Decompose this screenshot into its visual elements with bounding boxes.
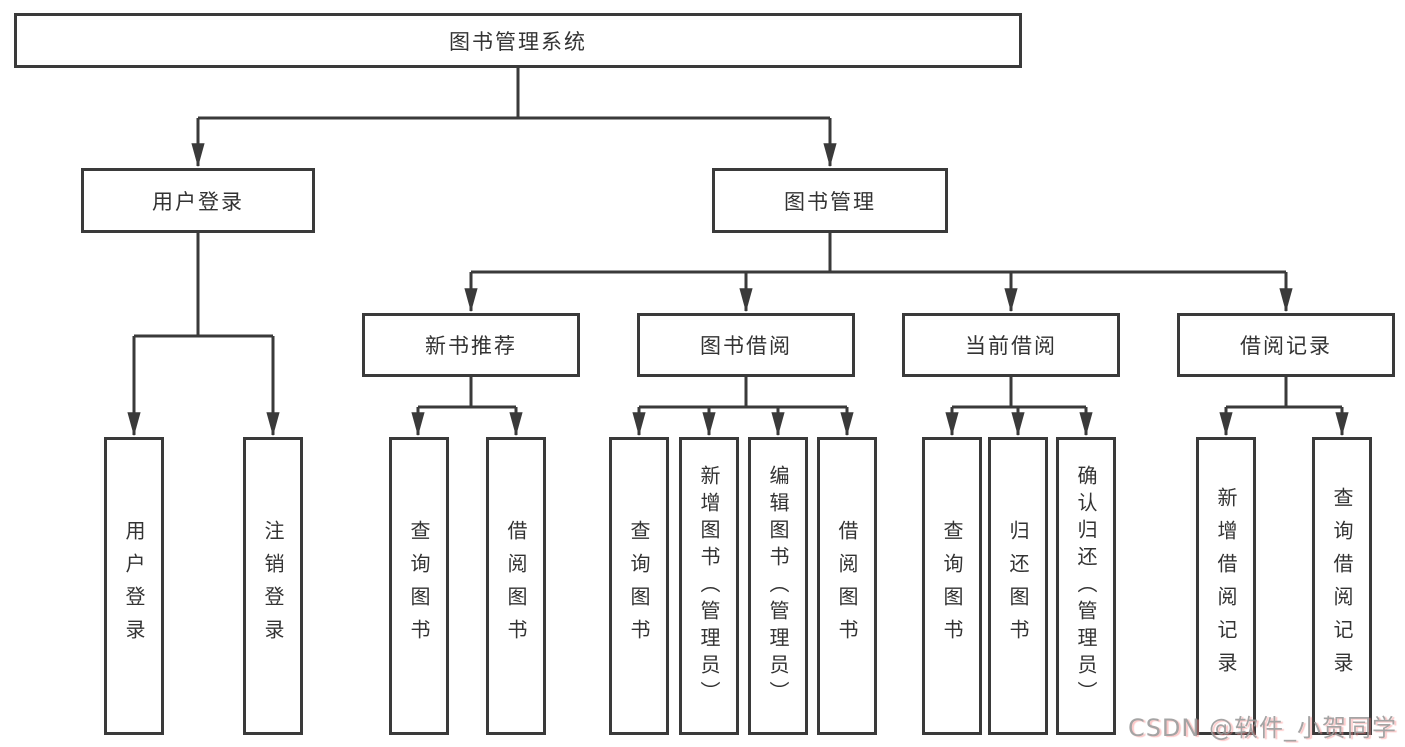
leaf-label: 确认归还（管理员）: [1074, 464, 1098, 708]
node-label: 借阅记录: [1240, 334, 1332, 358]
leaf-return-books: 归还图书: [988, 437, 1048, 735]
leaf-label: 用户登录: [122, 520, 146, 652]
leaf-label: 查询图书: [940, 520, 964, 652]
leaf-edit-books-admin: 编辑图书（管理员）: [748, 437, 808, 735]
leaf-logout: 注销登录: [243, 437, 303, 735]
leaf-query-books-recommend: 查询图书: [389, 437, 449, 735]
node-library-management-system: 图书管理系统: [14, 13, 1022, 68]
leaf-label: 查询图书: [407, 520, 431, 652]
leaf-borrow-books-recommend: 借阅图书: [486, 437, 546, 735]
node-label: 图书管理系统: [449, 29, 587, 54]
leaf-label: 新增借阅记录: [1214, 487, 1238, 685]
leaf-label: 借阅图书: [504, 520, 528, 652]
leaf-query-books-borrow: 查询图书: [609, 437, 669, 735]
leaf-label: 借阅图书: [835, 520, 859, 652]
node-label: 用户登录: [152, 189, 244, 214]
node-book-borrowing: 图书借阅: [637, 313, 855, 377]
node-current-borrowing: 当前借阅: [902, 313, 1120, 377]
leaf-confirm-return-admin: 确认归还（管理员）: [1056, 437, 1116, 735]
leaf-add-books-admin: 新增图书（管理员）: [679, 437, 739, 735]
node-user-login: 用户登录: [81, 168, 315, 233]
trunk-lines: [134, 68, 1342, 409]
leaf-query-books-current: 查询图书: [922, 437, 982, 735]
leaf-label: 归还图书: [1006, 520, 1030, 652]
node-label: 图书借阅: [700, 334, 792, 358]
leaf-query-borrow-record: 查询借阅记录: [1312, 437, 1372, 735]
leaf-borrow-books: 借阅图书: [817, 437, 877, 735]
node-label: 新书推荐: [425, 334, 517, 358]
leaf-user-login: 用户登录: [104, 437, 164, 735]
node-new-book-recommendation: 新书推荐: [362, 313, 580, 377]
leaf-label: 编辑图书（管理员）: [766, 464, 790, 708]
leaf-label: 查询借阅记录: [1330, 487, 1354, 685]
node-book-management: 图书管理: [712, 168, 948, 233]
leaf-label: 注销登录: [261, 520, 285, 652]
leaf-label: 新增图书（管理员）: [697, 464, 721, 708]
leaf-add-borrow-record: 新增借阅记录: [1196, 437, 1256, 735]
node-label: 当前借阅: [965, 334, 1057, 358]
node-label: 图书管理: [784, 189, 876, 214]
csdn-watermark: CSDN @软件_小贺同学: [1127, 714, 1397, 742]
leaf-label: 查询图书: [627, 520, 651, 652]
node-borrowing-records: 借阅记录: [1177, 313, 1395, 377]
